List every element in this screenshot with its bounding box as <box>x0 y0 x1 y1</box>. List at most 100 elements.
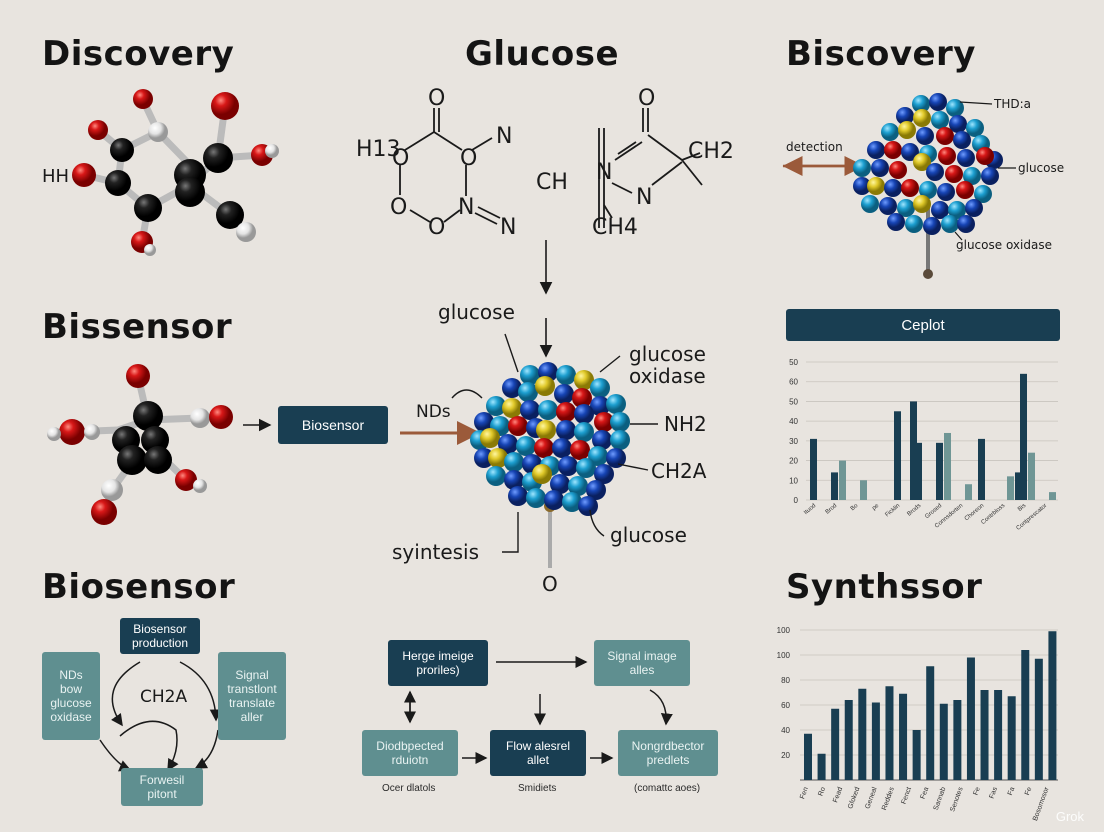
formula-ch2: CH2 <box>688 139 734 164</box>
flow-signal-box[interactable]: Signal transtlont translate aller <box>218 652 286 740</box>
biosensor-box[interactable]: Biosensor <box>278 406 388 444</box>
formula-h13: H13 <box>356 137 401 162</box>
synth-xtick: Fe <box>1024 786 1033 796</box>
synth-ytick: 100 <box>777 626 791 635</box>
synth-bar <box>1034 658 1043 780</box>
ceplot-ytick: 30 <box>789 437 798 446</box>
label-o-bottom: O <box>542 572 558 596</box>
synth-xtick: Gfoked <box>847 786 861 810</box>
synth-xtick: Fead <box>832 786 844 803</box>
synth-xtick: Fas <box>989 786 1000 800</box>
synth-bar <box>1007 696 1016 780</box>
flow-box-signal-image[interactable]: Signal image alles <box>594 640 690 686</box>
ceplot-bar <box>1049 492 1056 500</box>
synth-xtick: Bosomosor <box>1032 786 1051 822</box>
synth-bar <box>844 700 853 780</box>
ceplot-ytick: 20 <box>789 457 798 466</box>
synth-xtick: Fea <box>920 786 931 800</box>
formula-o-left1: O <box>392 146 410 171</box>
synth-ytick: 40 <box>781 726 790 735</box>
label-syintesis: syintesis <box>392 540 480 564</box>
synth-bar <box>953 700 962 780</box>
ceplot-bar <box>1007 476 1014 500</box>
synth-xtick: Sannab <box>933 786 948 811</box>
ceplot-ytick: 10 <box>789 476 798 485</box>
synth-xtick: Fen <box>799 786 810 800</box>
ceplot-bar <box>1020 373 1027 500</box>
ceplot-bar <box>1015 472 1022 500</box>
flow-footer-box[interactable]: Forwesil pitont <box>121 768 203 806</box>
flow-foot-1: Ocer dlatols <box>382 783 436 794</box>
label-detection: detection <box>786 140 843 154</box>
synth-bar <box>871 702 880 780</box>
heading-synthssor: Synthssor <box>786 567 983 607</box>
synth-xtick: Senotes <box>949 786 965 813</box>
synth-bar <box>966 657 975 780</box>
label-glucose-tr: glucose <box>1018 161 1065 175</box>
formula-bonds <box>399 108 703 228</box>
flow-box-nongrdbector[interactable]: Nongrdbector predlets <box>618 730 718 776</box>
synth-bar <box>980 690 989 780</box>
synth-bar <box>926 666 935 780</box>
ceplot-bar <box>944 432 951 500</box>
synth-bar <box>1048 631 1057 780</box>
ceplot-bar <box>978 438 985 500</box>
synth-bar <box>939 703 948 780</box>
flow-production-box[interactable]: Biosensor production <box>120 618 200 654</box>
synth-xtick: Reddes <box>881 786 896 812</box>
synth-bar <box>831 708 840 780</box>
ceplot-bar <box>910 401 917 500</box>
label-glucose-oxidase: glucose oxidase <box>629 342 706 388</box>
heading-bissensor: Bissensor <box>42 307 233 347</box>
synth-xtick: Ro <box>817 786 827 797</box>
synth-bar <box>1021 650 1030 780</box>
label-hh: HH <box>42 166 70 187</box>
ceplot-bar <box>894 411 901 500</box>
ceplot-bar <box>1028 452 1035 500</box>
formula-ch: CH <box>536 170 568 195</box>
ceplot-title-bar: Ceplot <box>786 309 1060 341</box>
synth-bar <box>899 693 908 780</box>
synth-xtick: Fa <box>1007 786 1016 796</box>
ceplot-ytick: 60 <box>789 378 798 387</box>
synth-bar <box>885 686 894 780</box>
formula-o-top2: O <box>638 86 656 111</box>
label-ch2a: CH2A <box>651 459 707 483</box>
heading-biscovery: Biscovery <box>786 34 976 74</box>
flow-box-flow[interactable]: Flow alesrel allet <box>490 730 586 776</box>
synth-xtick: Fenct <box>901 786 914 805</box>
heading-glucose: Glucose <box>465 34 620 74</box>
ceplot-ytick: 0 <box>794 496 799 505</box>
formula-ch4: CH4 <box>592 215 638 240</box>
ceplot-xtick: Bo <box>850 503 860 513</box>
ceplot-bar <box>839 460 846 500</box>
heading-biosensor: Biosensor <box>42 567 236 607</box>
ceplot-ytick: 50 <box>789 397 798 406</box>
label-glucose-bottom: glucose <box>610 523 687 547</box>
ceplot-bar <box>860 480 867 500</box>
formula-n-mid2: N <box>636 185 653 210</box>
ceplot-xtick: pe <box>871 503 880 512</box>
formula-o-bot1: O <box>428 215 446 240</box>
flow-nds-box[interactable]: NDs bow glucose oxidase <box>42 652 100 740</box>
synth-bar <box>817 753 826 780</box>
label-nh2: NH2 <box>664 412 707 436</box>
formula-n-low1: N <box>500 215 517 240</box>
flow-foot-2: Smidiets <box>518 783 557 794</box>
formula-n-mid1: N <box>458 195 475 220</box>
heading-discovery: Discovery <box>42 34 235 74</box>
flow-box-diodbpected[interactable]: Diodbpected rduiotn <box>362 730 458 776</box>
ceplot-bar <box>915 442 922 500</box>
molecule-mid-left <box>47 364 233 525</box>
synth-ytick: 80 <box>781 676 790 685</box>
ceplot-bar <box>965 484 972 500</box>
flow-box-herge[interactable]: Herge imeige proriles) <box>388 640 488 686</box>
ceplot-bar <box>831 472 838 500</box>
formula-n-right1: N <box>496 124 513 149</box>
cluster-center <box>400 333 658 568</box>
label-glucose-top: glucose <box>438 300 515 324</box>
ceplot-bar <box>936 442 943 500</box>
